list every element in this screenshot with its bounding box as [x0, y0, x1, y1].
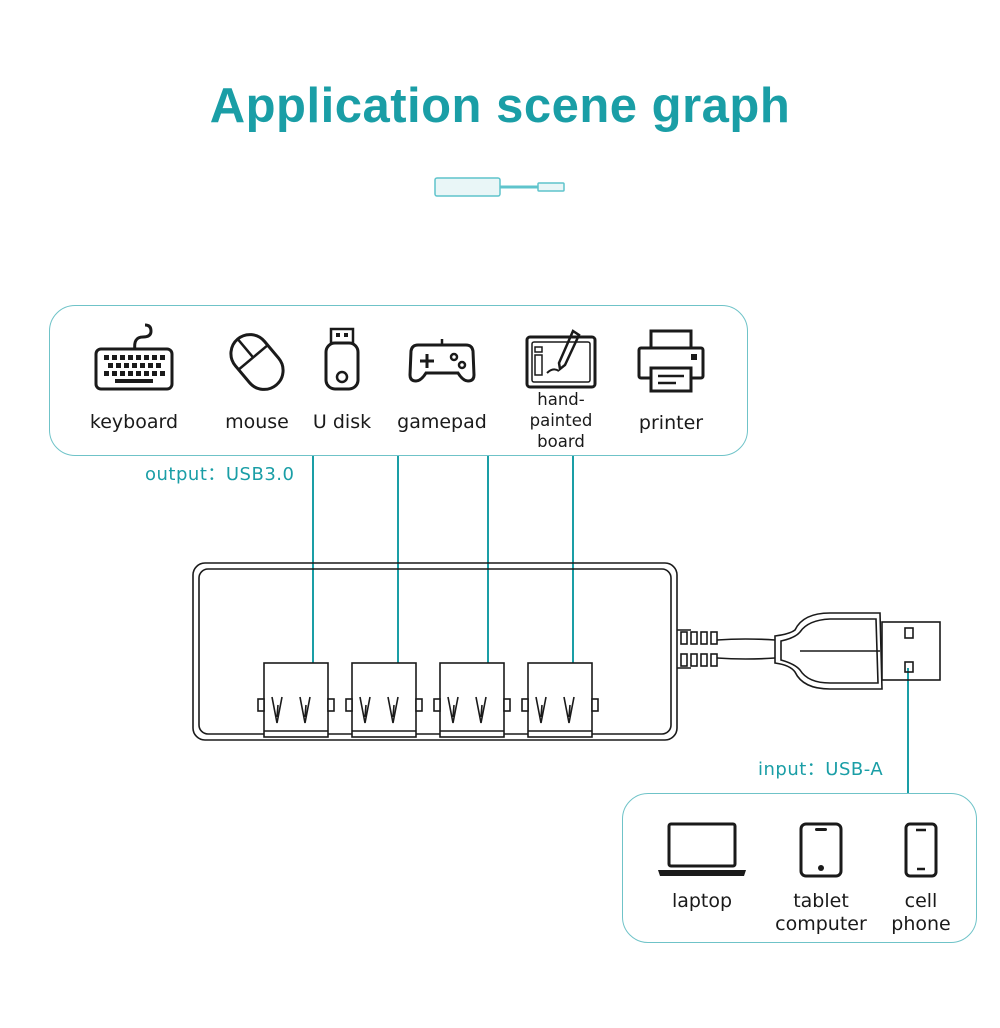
printer-icon: [637, 329, 705, 393]
connection-lines: [312, 455, 909, 793]
hub-thumbnail-icon: [434, 177, 565, 197]
output-caption: output：USB3.0: [145, 464, 295, 485]
device-label: U disk: [312, 411, 372, 433]
device-gamepad: gamepad: [390, 337, 494, 434]
device-label: gamepad: [397, 411, 487, 433]
device-label: printer: [638, 412, 704, 434]
device-label: mouse: [225, 411, 289, 433]
device-laptop: laptop: [650, 822, 754, 913]
device-tablet: tablet computer: [769, 822, 873, 936]
device-label: laptop: [671, 890, 733, 912]
device-u-disk: U disk: [305, 327, 379, 434]
usb-drive-icon: [324, 327, 360, 391]
hub-body: [192, 562, 941, 741]
page-title: Application scene graph: [209, 79, 791, 133]
input-caption: input：USB-A: [758, 759, 884, 780]
device-label: tablet computer: [775, 890, 867, 935]
device-label: keyboard: [89, 411, 179, 433]
usb-ports: [257, 662, 599, 738]
device-hand-painted-board: hand- painted board: [519, 327, 603, 452]
device-mouse: mouse: [210, 326, 304, 434]
keyboard-icon: [94, 323, 174, 391]
drawing-tablet-icon: [525, 329, 597, 389]
device-cell-phone: cell phone: [881, 822, 961, 936]
laptop-icon: [658, 822, 746, 876]
device-printer: printer: [628, 328, 714, 435]
tablet-icon: [799, 822, 843, 878]
phone-icon: [904, 822, 938, 878]
device-keyboard: keyboard: [85, 323, 183, 434]
device-label: hand- painted board: [529, 390, 593, 451]
mouse-icon: [229, 333, 285, 391]
gamepad-icon: [408, 339, 476, 383]
output-devices-panel: [49, 305, 748, 456]
device-label: cell phone: [891, 890, 951, 935]
